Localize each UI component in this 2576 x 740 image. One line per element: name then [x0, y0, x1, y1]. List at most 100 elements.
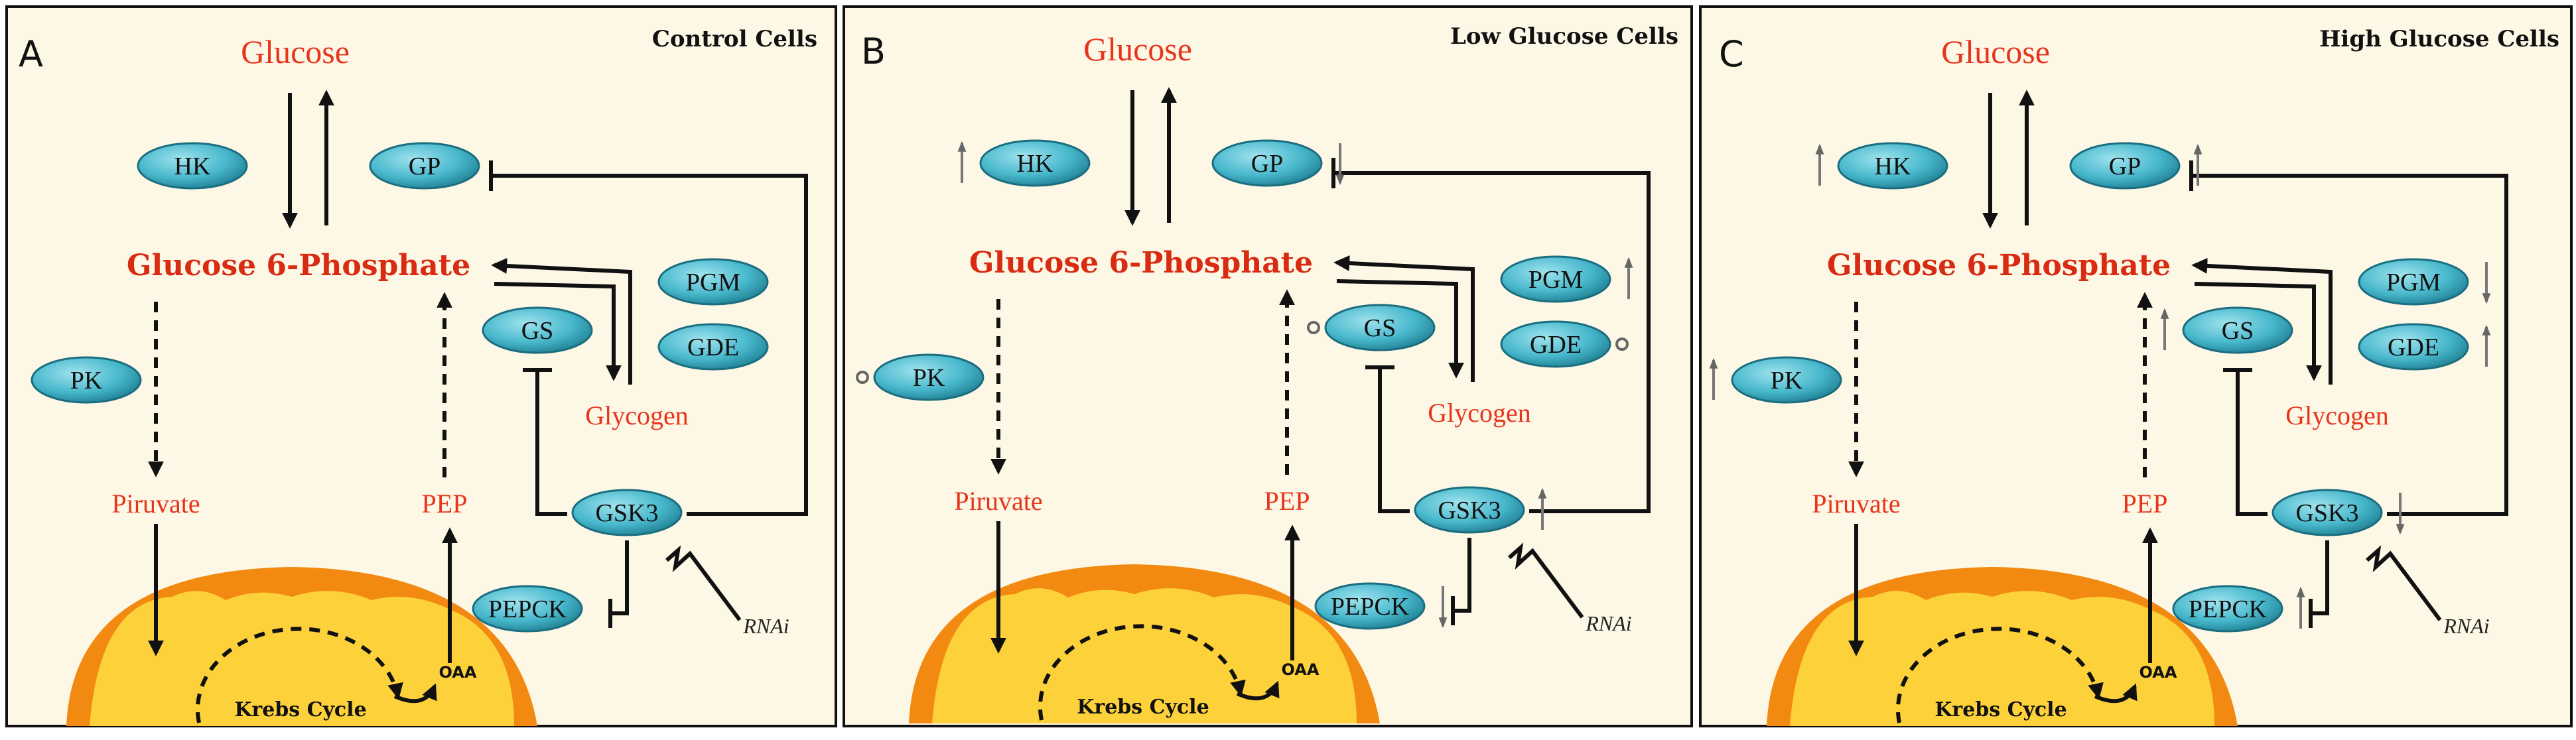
- gsk3-label: GSK3: [2295, 499, 2358, 527]
- gsk3-ellipse: [571, 489, 683, 536]
- gs-ellipse: [2182, 306, 2293, 354]
- hk-label: HK: [174, 153, 211, 180]
- hk-ellipse: [137, 142, 248, 190]
- gsk3-label: GSK3: [595, 499, 658, 527]
- hk-label: HK: [1875, 153, 1911, 180]
- krebs-cycle-arrow: [1038, 624, 1246, 721]
- pk-label: PK: [1771, 367, 1803, 395]
- gp-enzyme: GP: [1211, 139, 1345, 187]
- condition-label: Control Cells: [652, 26, 817, 52]
- gp-ellipse: [1211, 139, 1323, 187]
- g6p-to-glycogen-arrow: [2194, 282, 2322, 381]
- gp-enzyme: GP: [369, 142, 480, 190]
- pk-ellipse: [873, 353, 984, 401]
- krebs-cycle-label: Krebs Cycle: [1934, 698, 2067, 721]
- pgm-label: PGM: [2386, 269, 2441, 296]
- glucose-label: Glucose: [1083, 31, 1192, 68]
- gde-label: GDE: [2388, 334, 2439, 361]
- pk-label: PK: [70, 367, 103, 395]
- gp-label: GP: [409, 153, 441, 180]
- krebs-to-oaa-arrow: [1236, 680, 1280, 701]
- oaa-label: OAA: [1282, 660, 1320, 679]
- pgm-enzyme: PGM: [657, 258, 769, 306]
- piruvate-label: Piruvate: [1812, 489, 1900, 519]
- pepck-enzyme: PEPCK: [2172, 585, 2305, 633]
- pep-label: PEP: [422, 489, 468, 519]
- krebs-to-oaa-arrow: [2094, 683, 2137, 704]
- gsk3-inhibits-pepck-line: [610, 540, 629, 615]
- rnai-label: RNAi: [1585, 611, 1631, 635]
- pgm-label: PGM: [686, 269, 740, 296]
- glucose-label: Glucose: [1941, 33, 2050, 70]
- gp-ellipse: [2069, 142, 2181, 190]
- gsk3-inhibits-pepck-line: [1453, 538, 1471, 613]
- gs-enzyme: GS: [482, 306, 593, 354]
- pk-ellipse: [31, 356, 142, 404]
- gde-label: GDE: [1530, 331, 1582, 359]
- gde-label: GDE: [687, 334, 739, 361]
- rnai-label: RNAi: [2443, 614, 2489, 638]
- panel-letter: C: [1719, 33, 1744, 75]
- glycogen-label: Glycogen: [1428, 398, 1531, 428]
- gde-ellipse: [2358, 323, 2469, 371]
- gde-enzyme: GDE: [2358, 323, 2491, 371]
- g6p-label: Glucose 6-Phosphate: [127, 249, 470, 282]
- gs-ellipse: [482, 306, 593, 354]
- g6p-label: Glucose 6-Phosphate: [969, 246, 1313, 280]
- pepck-ellipse: [472, 585, 583, 633]
- rnai-squiggle: [2366, 545, 2442, 621]
- gs-no-change-icon: [1307, 321, 1320, 334]
- hk-enzyme: HK: [137, 142, 248, 190]
- gs-enzyme: GS: [1307, 304, 1436, 351]
- gp-enzyme: GP: [2069, 142, 2203, 190]
- pk-enzyme: PK: [1709, 356, 1842, 404]
- gsk3-ellipse: [1414, 486, 1525, 534]
- oaa-label: OAA: [439, 663, 477, 682]
- rnai-squiggle: [1508, 542, 1584, 619]
- gsk3-enzyme: GSK3: [1414, 486, 1547, 534]
- pk-label: PK: [913, 364, 945, 392]
- gsk3-inhibits-gp-line: [491, 174, 808, 516]
- condition-label: High Glucose Cells: [2319, 26, 2559, 52]
- pepck-enzyme: PEPCK: [1314, 582, 1448, 630]
- glycogen-to-g6p-arrow: [2191, 257, 2333, 385]
- pgm-enzyme: PGM: [1500, 255, 1633, 303]
- krebs-to-oaa-arrow: [393, 683, 437, 704]
- rnai-squiggle: [665, 545, 742, 621]
- pk-ellipse: [1731, 356, 1842, 404]
- krebs-cycle-arrow: [196, 627, 403, 723]
- krebs-cycle-arrow: [1896, 627, 2104, 723]
- pep-label: PEP: [1264, 486, 1310, 516]
- gp-ellipse: [369, 142, 480, 190]
- gs-label: GS: [521, 317, 554, 345]
- gsk3-inhibits-gs-line: [535, 370, 567, 516]
- pk-no-change-icon: [856, 371, 869, 384]
- g6p-to-glycogen-arrow: [1336, 279, 1464, 379]
- pepck-label: PEPCK: [488, 595, 567, 623]
- pepck-enzyme: PEPCK: [472, 585, 583, 633]
- gp-label: GP: [2109, 153, 2141, 180]
- hk-label: HK: [1017, 150, 1053, 178]
- panel-letter: A: [19, 33, 43, 75]
- pepck-label: PEPCK: [2189, 595, 2268, 623]
- gsk3-enzyme: GSK3: [2271, 489, 2405, 536]
- gsk3-inhibits-gp-line: [1333, 171, 1651, 513]
- pgm-enzyme: PGM: [2358, 258, 2491, 306]
- gs-enzyme: GS: [2160, 306, 2293, 354]
- rnai-label: RNAi: [742, 614, 789, 638]
- piruvate-label: Piruvate: [111, 489, 200, 519]
- g6p-to-glycogen-arrow: [494, 282, 622, 381]
- pgm-ellipse: [657, 258, 769, 306]
- gsk3-inhibits-gp-line: [2191, 174, 2508, 516]
- mito-inner-membrane: [932, 588, 1357, 723]
- gsk3-inhibits-pepck-line: [2311, 540, 2329, 615]
- gsk3-inhibits-gs-line: [1378, 367, 1410, 513]
